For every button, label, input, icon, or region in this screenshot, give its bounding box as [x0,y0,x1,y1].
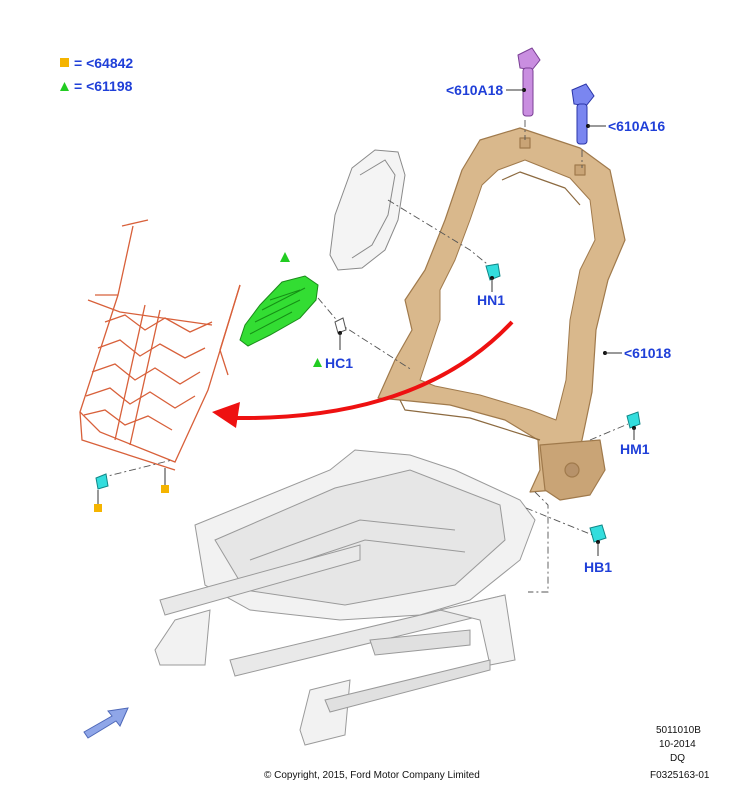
callout-nut-hn1-label: HN1 [477,292,505,308]
vehicle-front-direction-icon [83,707,129,739]
callout-bolt-610a16-label: <610A16 [608,118,665,134]
legend-square-icon [60,58,69,67]
bolt-hb1 [589,524,607,543]
clip-hc1 [334,317,347,334]
footer: 5011010B 10-2014 DQ F0325163-01 © Copyri… [264,725,710,781]
callout-bolt-610a18-label: <610A18 [446,82,503,98]
legend-square-label: = <64842 [74,55,133,71]
seat-back-frame [377,127,626,501]
bolt-610a16 [571,83,595,145]
callout-bolt-610a18: <610A18 [446,82,526,98]
legend: = <64842 = <61198 [60,55,133,94]
callout-clip-hc1-label: HC1 [325,355,353,371]
bolt-hm1 [626,411,641,429]
callout-bolt-610a16: <610A16 [586,118,665,134]
callout-frame-61018: <61018 [603,345,671,361]
hc1-triangle-icon [313,358,322,367]
legend-triangle-icon [60,82,69,91]
callout-bolt-hm1: HM1 [620,426,650,457]
assembly-direction-arrow [212,320,514,428]
pad-triangle-marker-icon [280,252,290,262]
legend-triangle-label: = <61198 [74,78,133,94]
footer-copyright: © Copyright, 2015, Ford Motor Company Li… [264,770,480,781]
spring-mat-clip [95,473,109,490]
callout-clip-hc1: HC1 [313,331,353,371]
mat-square-marker-icon [161,485,169,493]
seat-cushion-frame [154,449,536,746]
footer-date: 10-2014 [659,739,696,750]
footer-initials: DQ [670,753,685,764]
nut-hn1 [485,263,501,281]
callout-nut-hn1: HN1 [477,276,505,308]
seat-spring-mat [79,219,241,471]
footer-ref-code: 5011010B [656,725,701,736]
bolt-610a18 [517,47,541,117]
callout-bolt-hb1-label: HB1 [584,559,612,575]
clip-square-marker-icon [94,504,102,512]
callout-bolt-hm1-label: HM1 [620,441,650,457]
callout-frame-61018-label: <61018 [624,345,671,361]
headrest-trim [329,149,406,271]
lumbar-support-pad [239,275,319,347]
callout-bolt-hb1: HB1 [584,540,612,575]
footer-figure-id: F0325163-01 [650,770,710,781]
